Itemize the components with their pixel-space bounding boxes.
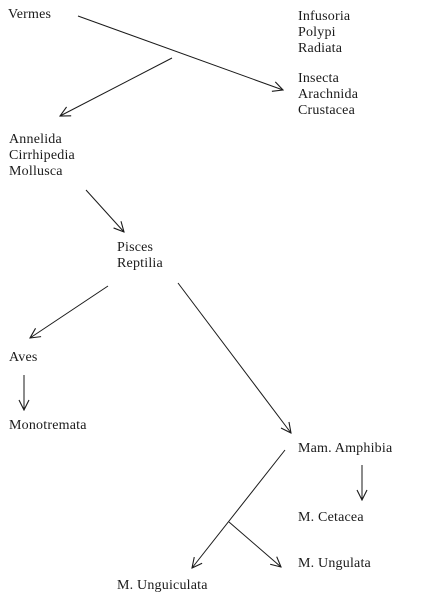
node-mam-amphibia: Mam. Amphibia [298,441,392,457]
node-m-cetacea: M. Cetacea [298,510,364,526]
label-arachnida: Arachnida [298,87,359,102]
node-pisces-group: Pisces Reptilia [117,240,163,272]
node-monotremata: Monotremata [9,418,87,434]
label-radiata: Radiata [298,41,343,56]
label-m-unguiculata: M. Unguiculata [117,578,208,593]
label-infusoria: Infusoria [298,9,351,24]
label-pisces: Pisces [117,240,154,255]
label-mam-amphibia: Mam. Amphibia [298,441,393,456]
node-aves: Aves [9,350,38,366]
node-infusoria-group: Infusoria Polypi Radiata [298,9,350,57]
edge-branch-to-ungulata [228,521,281,567]
label-vermes: Vermes [8,7,52,22]
edge-amphibia-to-unguiculata [192,449,286,568]
label-crustacea: Crustacea [298,103,355,118]
label-reptilia: Reptilia [117,256,163,271]
node-insecta-group: Insecta Arachnida Crustacea [298,71,358,119]
edge-reptilia-to-aves [30,285,109,338]
node-m-unguiculata: M. Unguiculata [117,578,208,594]
edge-mollusca-to-pisces [85,189,124,232]
edge-vermes-to-insecta [77,15,283,90]
label-aves: Aves [9,350,38,365]
label-monotremata: Monotremata [9,418,87,433]
label-insecta: Insecta [298,71,340,86]
label-polypi: Polypi [298,25,336,40]
node-annelida-group: Annelida Cirrhipedia Mollusca [9,132,75,180]
edge-reptilia-to-mam-amphibia [177,282,291,433]
label-m-ungulata: M. Ungulata [298,556,371,571]
node-vermes: Vermes [8,7,51,23]
label-annelida: Annelida [9,132,62,147]
label-m-cetacea: M. Cetacea [298,510,364,525]
label-mollusca: Mollusca [9,164,63,179]
label-cirrhipedia: Cirrhipedia [9,148,75,163]
edge-branch-to-annelida [60,57,173,116]
node-m-ungulata: M. Ungulata [298,556,371,572]
